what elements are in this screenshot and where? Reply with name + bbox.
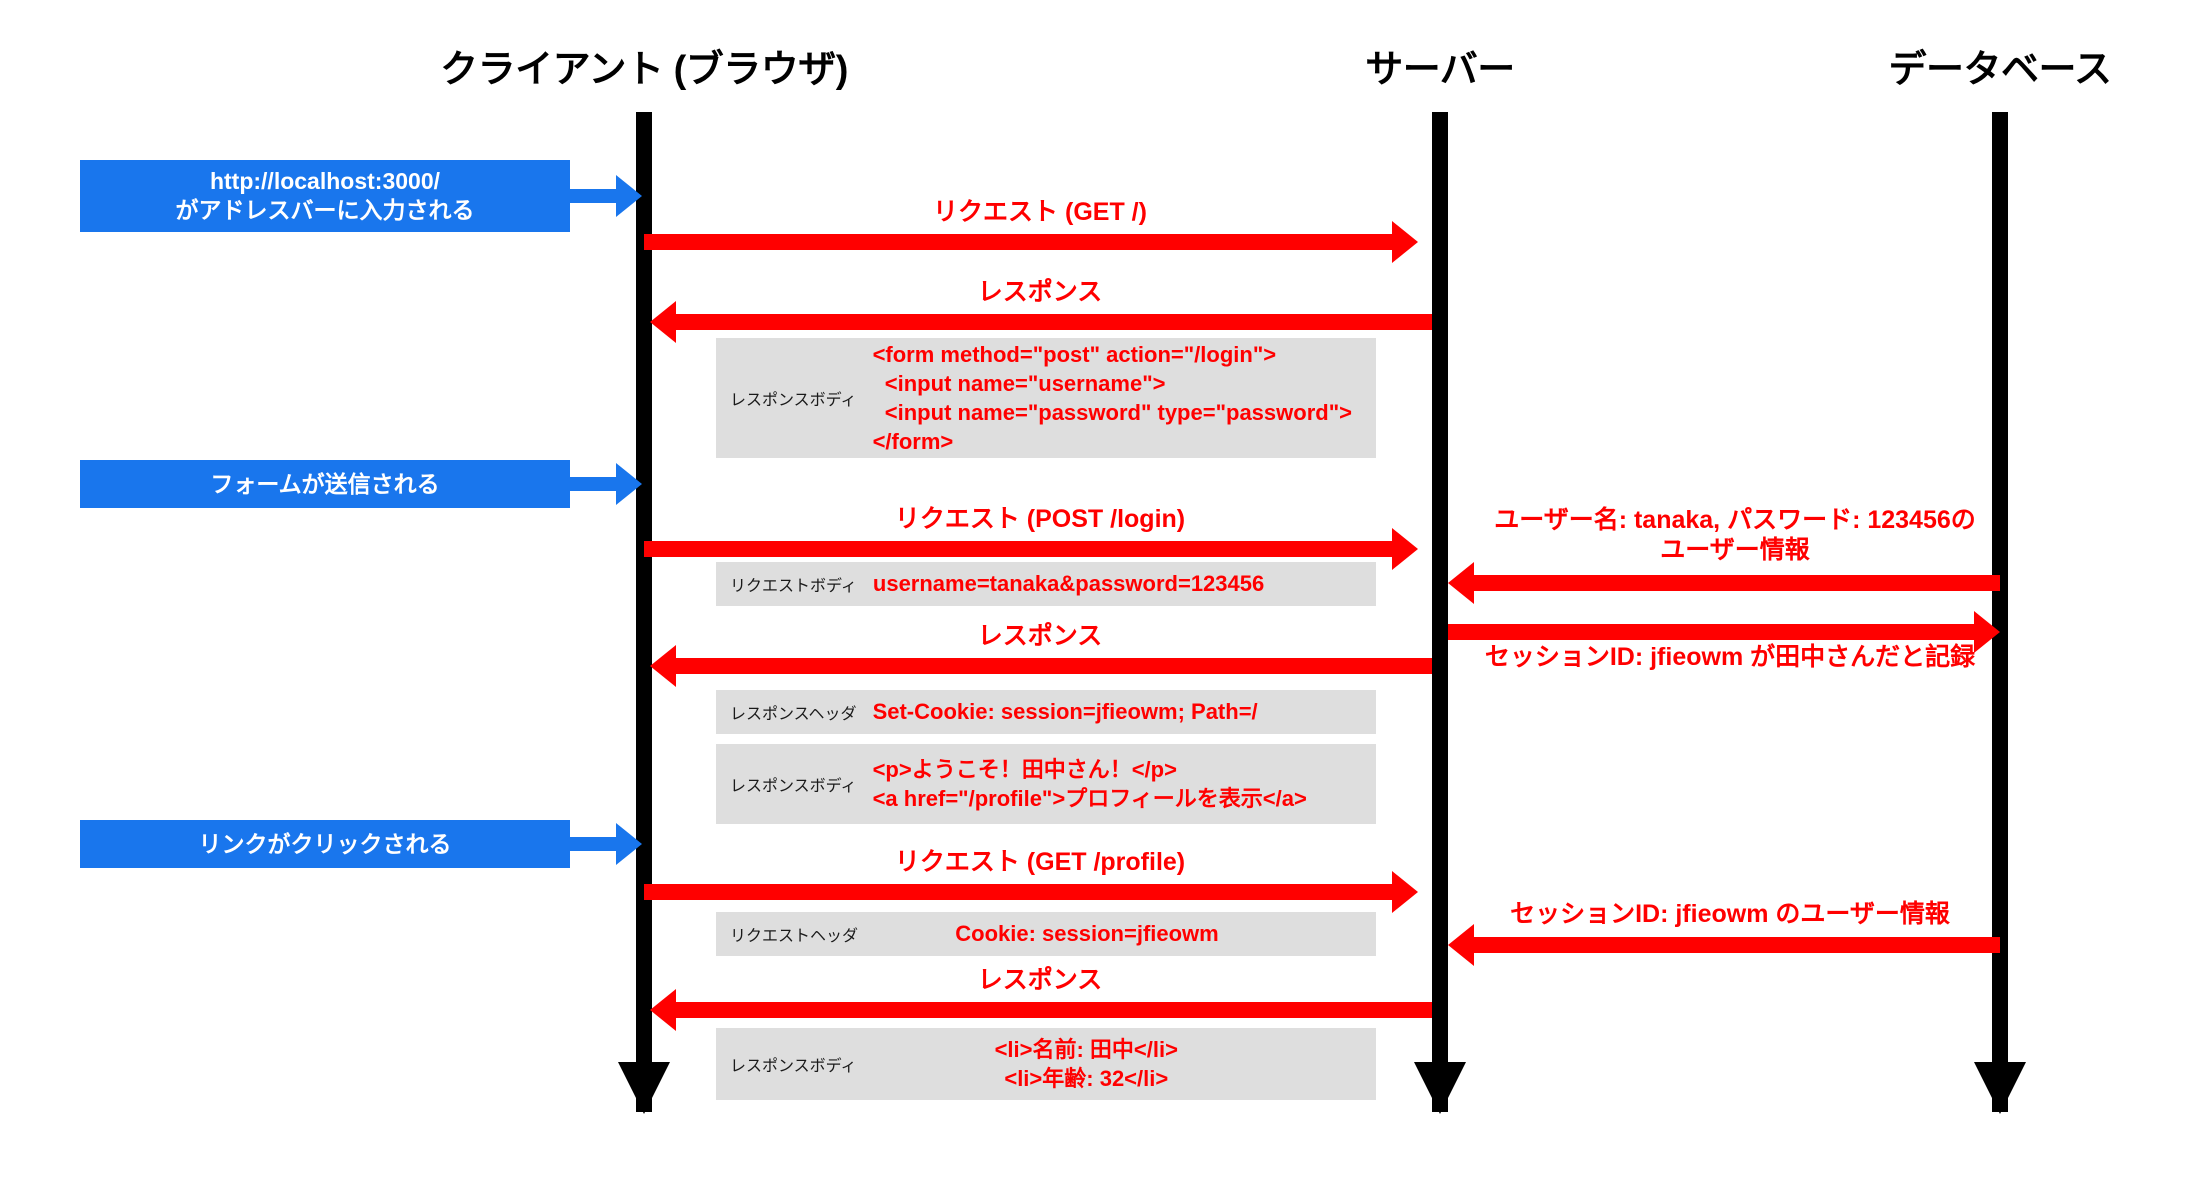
participant-title-client: クライアント (ブラウザ) [440,49,848,91]
action-arrow-head-url [616,175,642,217]
message-label-response-2: レスポンス [977,622,1103,650]
note-kind-response-body-welcome: レスポンスボディ [730,778,857,795]
message-arrow-db-session-user [1474,937,2000,953]
message-arrow-db-store-session [1448,624,1974,640]
message-arrowhead-db-query-user [1448,562,1474,604]
lifeline-server [1432,112,1448,1112]
message-label-post-login: リクエスト (POST /login) [894,505,1186,533]
note-response-header-cookie: レスポンスヘッダ Set-Cookie: session=jfieowm; Pa… [716,690,1376,734]
message-label-response-1: レスポンス [977,278,1103,306]
note-content-response-header-cookie: Set-Cookie: session=jfieowm; Path=/ [872,699,1258,725]
action-box-form-submitted[interactable]: フォームが送信される [80,460,570,508]
note-request-body-login: リクエストボディ username=tanaka&password=123456 [716,562,1376,606]
note-kind-response-header-cookie: レスポンスヘッダ [730,706,857,723]
note-content-request-header-cookie: Cookie: session=jfieowm [955,921,1219,947]
message-label-db-session-user: セッションID: jfieowm のユーザー情報 [1510,900,1950,928]
note-content-response-body-profile: <li>名前: 田中</li> <li>年齢: 32</li> [994,1036,1178,1091]
participant-title-database: データベース [1888,49,2112,91]
message-arrow-response-2 [676,658,1432,674]
action-arrow-shaft-link [570,837,618,851]
action-box-url-entered[interactable]: http://localhost:3000/ がアドレスバーに入力される [80,160,570,232]
action-arrow-shaft-url [570,189,618,203]
message-label-get-profile: リクエスト (GET /profile) [894,848,1186,876]
message-arrowhead-response-1 [650,301,676,343]
note-kind-request-body-login: リクエストボディ [730,578,857,595]
lifeline-database [1992,112,2008,1112]
lifeline-end-arrow-database [1974,1062,2026,1114]
message-arrow-response-1 [676,314,1432,330]
lifeline-end-arrow-client [618,1062,670,1114]
message-arrowhead-db-session-user [1448,924,1474,966]
message-arrowhead-db-store-session [1974,611,2000,653]
message-arrow-db-query-user [1474,575,2000,591]
message-arrowhead-get-root [1392,221,1418,263]
action-label-url-entered: http://localhost:3000/ がアドレスバーに入力される [175,168,475,223]
message-label-get-root: リクエスト (GET /) [933,198,1147,226]
lifeline-end-arrow-server [1414,1062,1466,1114]
action-label-link-clicked: リンクがクリックされる [198,830,452,857]
message-arrowhead-get-profile [1392,871,1418,913]
note-response-body-profile: レスポンスボディ <li>名前: 田中</li> <li>年齢: 32</li> [716,1028,1376,1100]
message-arrow-get-root [644,234,1392,250]
note-kind-response-body-form: レスポンスボディ [730,392,857,409]
note-kind-request-header-cookie: リクエストヘッダ [730,928,859,945]
message-arrow-get-profile [644,884,1392,900]
action-box-link-clicked[interactable]: リンクがクリックされる [80,820,570,868]
note-content-response-body-welcome: <p>ようこそ！田中さん！</p> <a href="/profile">プロフ… [872,756,1307,811]
lifeline-client [636,112,652,1112]
message-label-db-query-user: ユーザー名: tanaka, パスワード: 123456の ユーザー情報 [1494,506,1976,564]
action-label-form-submitted: フォームが送信される [210,470,440,497]
participant-title-server: サーバー [1365,49,1515,91]
message-label-db-store-session: セッションID: jfieowm が田中さんだと記録 [1484,643,1976,671]
message-arrow-post-login [644,541,1392,557]
note-request-header-cookie: リクエストヘッダ Cookie: session=jfieowm [716,912,1376,956]
message-arrow-response-3 [676,1002,1432,1018]
message-arrowhead-response-2 [650,645,676,687]
note-response-body-form: レスポンスボディ <form method="post" action="/lo… [716,338,1376,458]
action-arrow-shaft-form [570,477,618,491]
action-arrow-head-link [616,823,642,865]
note-content-response-body-form: <form method="post" action="/login"> <in… [872,341,1352,455]
message-arrowhead-post-login [1392,528,1418,570]
action-arrow-head-form [616,463,642,505]
note-response-body-welcome: レスポンスボディ <p>ようこそ！田中さん！</p> <a href="/pro… [716,744,1376,824]
note-kind-response-body-profile: レスポンスボディ [730,1058,857,1075]
message-label-response-3: レスポンス [977,966,1103,994]
message-arrowhead-response-3 [650,989,676,1031]
note-content-request-body-login: username=tanaka&password=123456 [872,571,1265,597]
